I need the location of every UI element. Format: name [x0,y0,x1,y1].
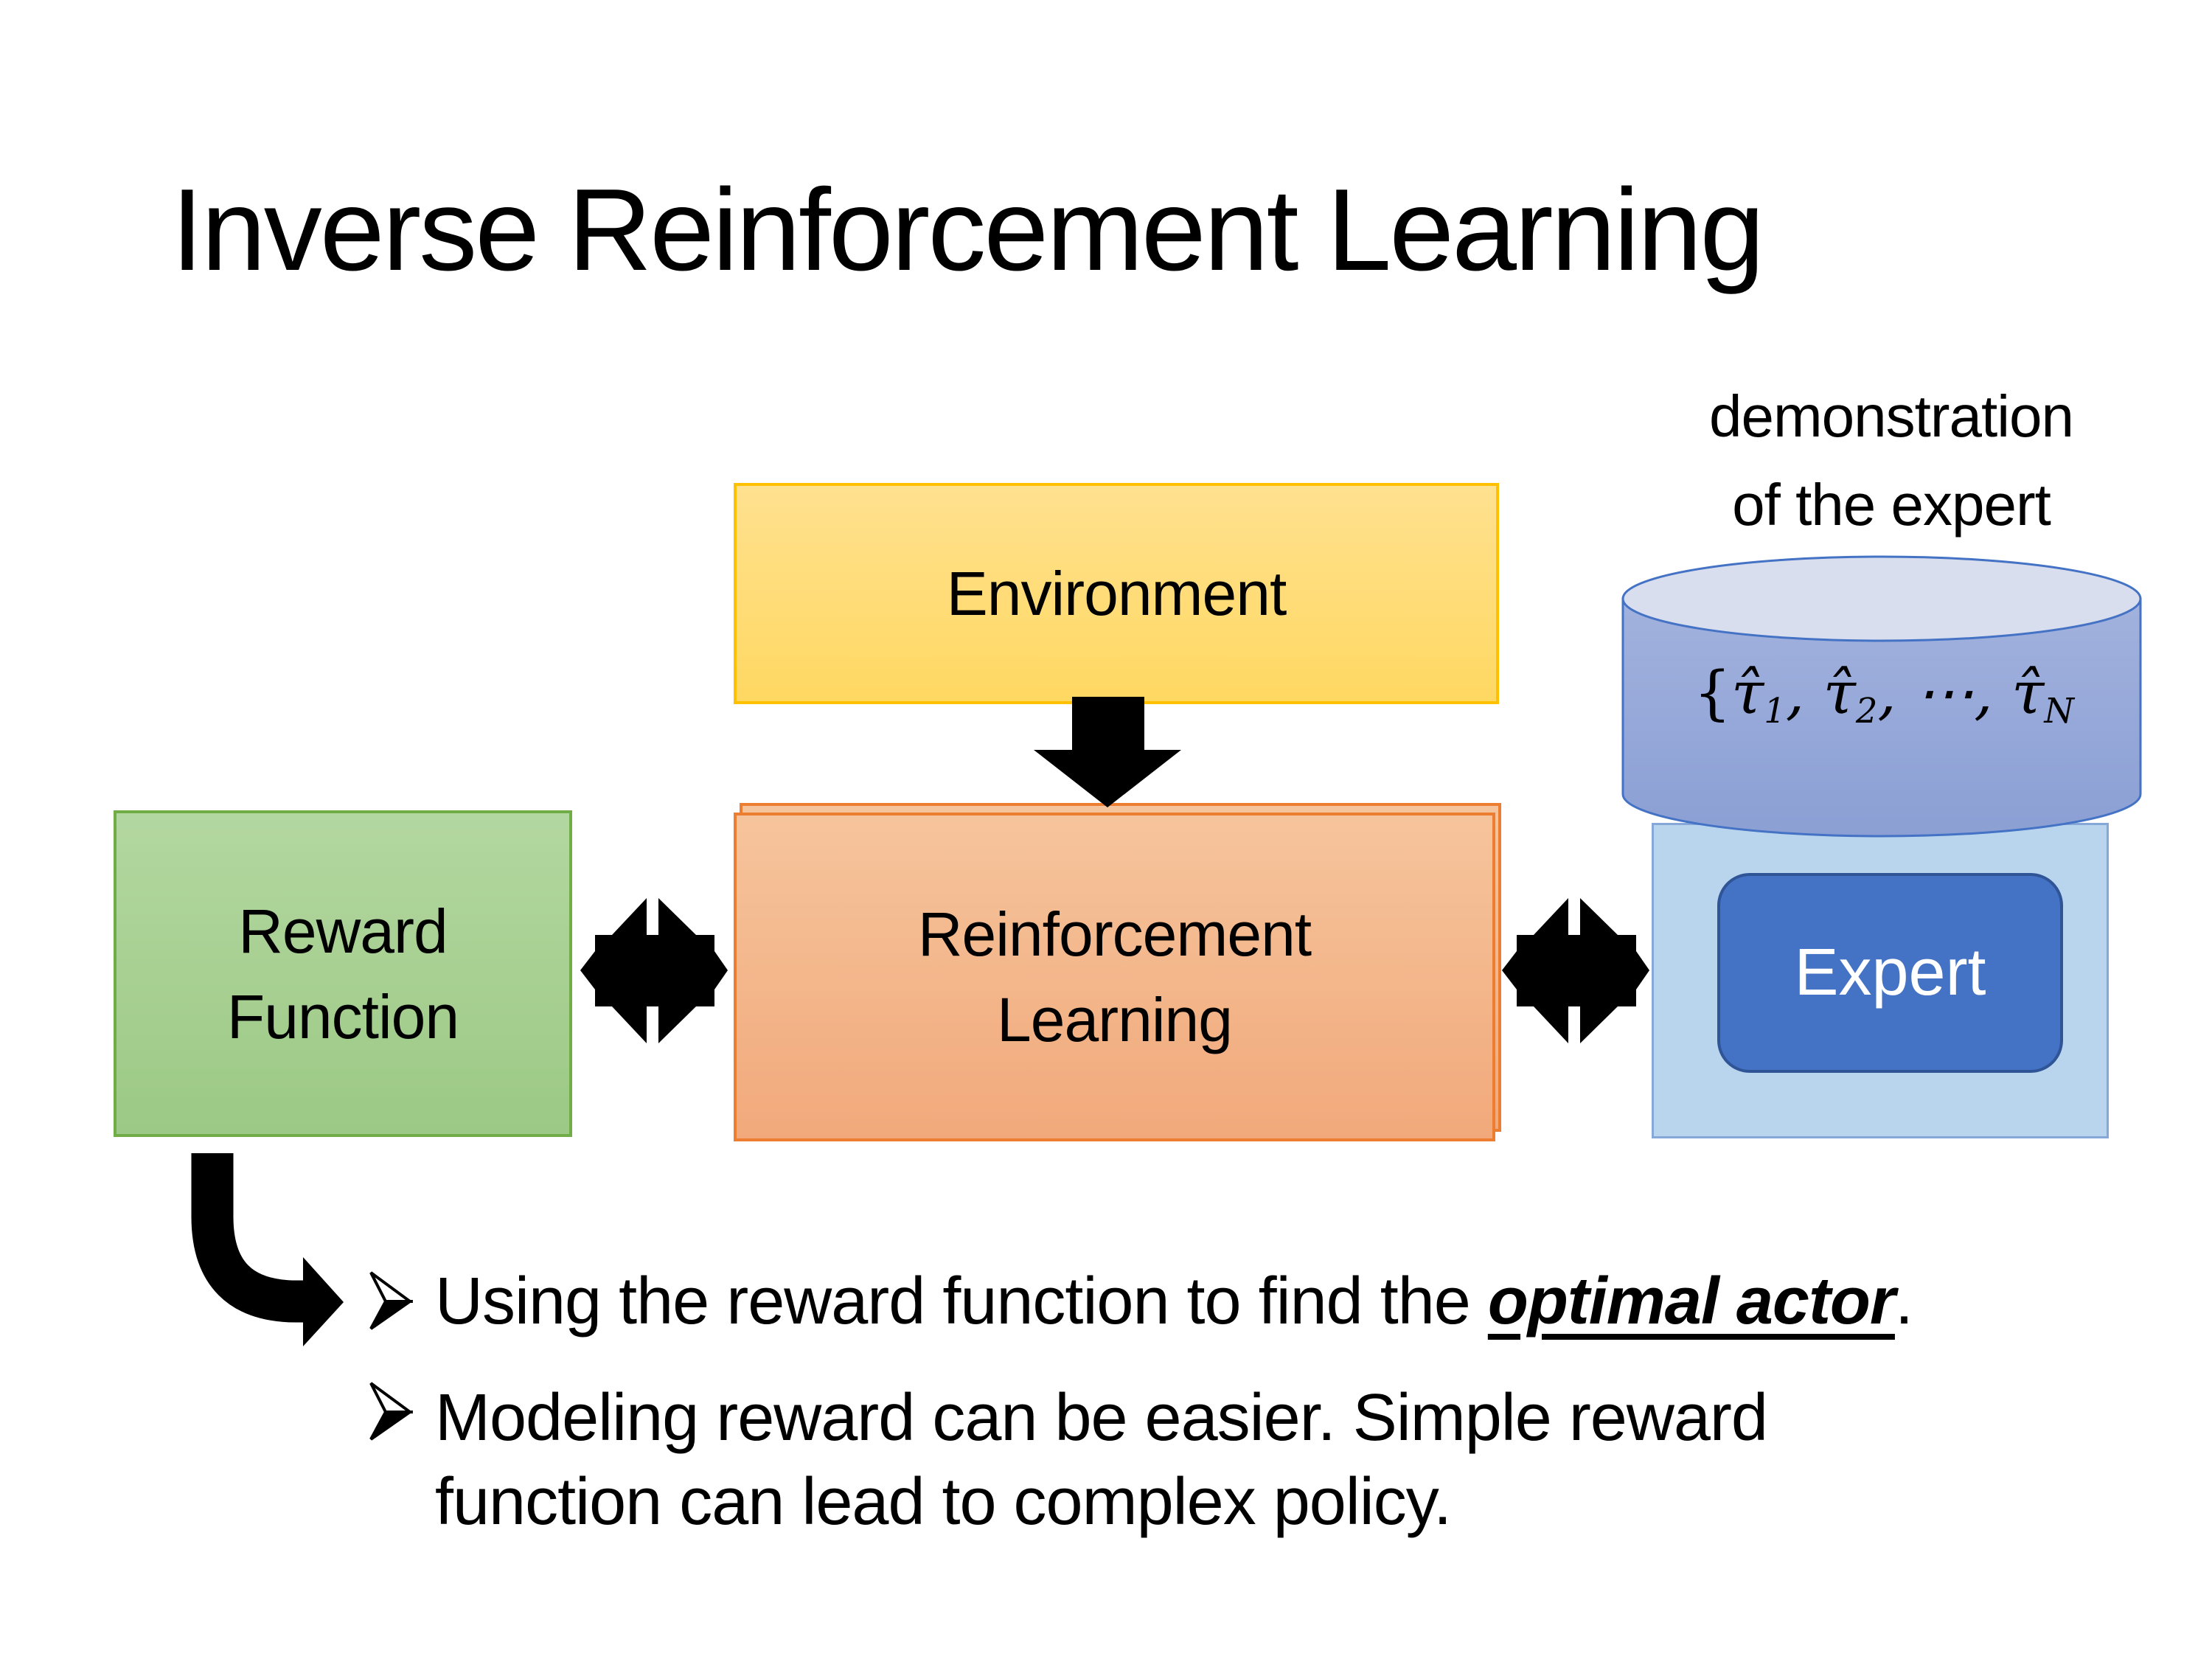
reward-function-label: Reward Function [227,888,459,1060]
expert-label: Expert [1794,936,1986,1009]
3d-arrowhead-bullet-icon [369,1382,413,1441]
elbow-down-right-arrow-icon [191,1153,344,1346]
demonstration-label-line2: of the expert [1732,472,2051,538]
down-arrow-icon [1034,697,1181,807]
rl-box-face: Reinforcement Learning [734,813,1495,1141]
expert-box: Expert [1717,873,2063,1073]
tau-hat-n: τ̂ [2011,658,2045,727]
bullet-1-prefix: Using the reward function to find the [435,1265,1488,1338]
bullet-1-text: Using the reward function to find the op… [435,1268,1913,1335]
bullet-1-suffix: . [1894,1265,1913,1338]
comma-2: , [1877,658,1916,727]
right-double-arrow-icon [1502,898,1649,1043]
tau-sub-n: N [2044,690,2074,731]
reward-label-line2: Function [226,981,459,1051]
reinforcement-learning-label: Reinforcement Learning [917,891,1312,1062]
tau-sub-2: 2 [1855,690,1878,731]
reward-function-box: Reward Function [114,810,572,1137]
bullet-2-text: Modeling reward can be easier. Simple re… [435,1376,1768,1544]
cdots: ⋯ [1915,658,1975,727]
rl-label-line2: Learning [997,985,1233,1054]
3d-arrowhead-bullet-icon [369,1271,413,1330]
page-title: Inverse Reinforcement Learning [171,165,1764,295]
environment-label: Environment [946,558,1287,628]
environment-box: Environment [734,483,1499,704]
bullet-2-line2: function can lead to complex policy. [435,1465,1452,1539]
bullet-1-emphasis: optimal actor [1487,1265,1896,1338]
tau-sub-1: 1 [1764,690,1786,731]
bullet-2-line1: Modeling reward can be easier. Simple re… [435,1381,1768,1455]
brace-open: { [1694,658,1731,727]
comma-3: , [1974,658,2012,727]
tau-hat-1: τ̂ [1731,658,1764,727]
reward-label-line1: Reward [238,896,448,966]
rl-label-line1: Reinforcement [917,900,1312,969]
dataset-label: {τ̂1, τ̂2, ⋯, τ̂N [1626,656,2142,748]
reinforcement-learning-box: Reinforcement Learning [734,803,1501,1141]
demonstration-label-line1: demonstration [1709,383,2074,449]
demonstration-label: demonstration of the expert [1611,372,2171,549]
comma-1: , [1785,658,1823,727]
left-double-arrow-icon [580,898,728,1043]
tau-hat-2: τ̂ [1823,658,1856,727]
